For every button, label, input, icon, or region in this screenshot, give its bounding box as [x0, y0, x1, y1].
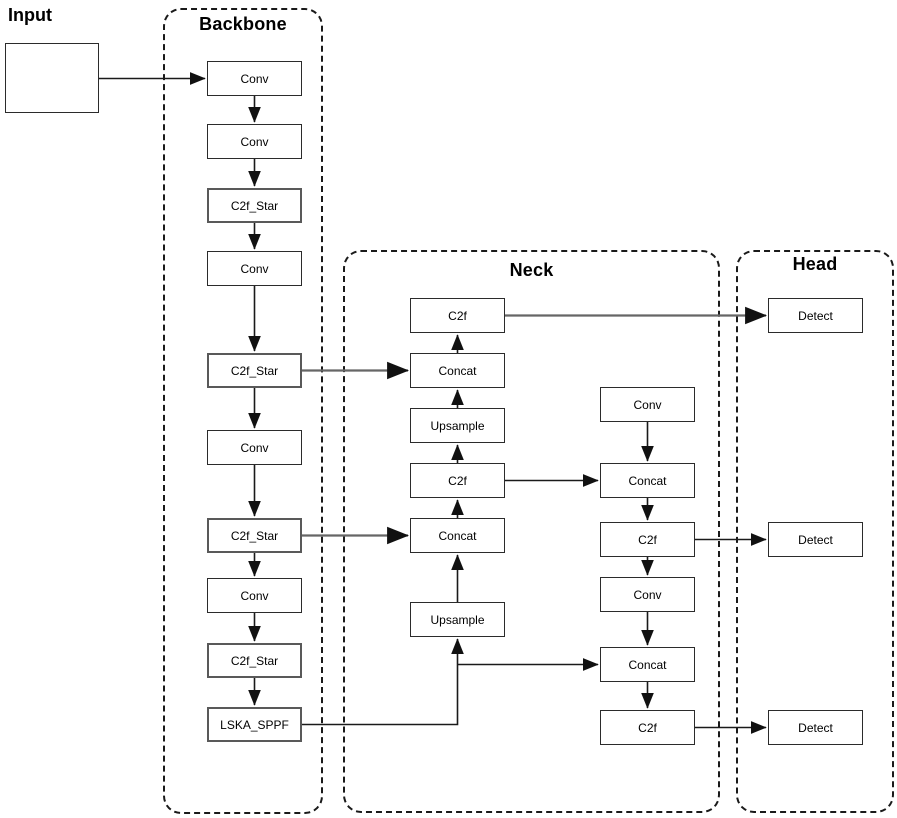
node-head-detect-1: Detect — [768, 298, 863, 333]
node-backbone-lska-sppf: LSKA_SPPF — [207, 707, 302, 742]
head-title: Head — [792, 254, 838, 274]
node-neck-c2f-bottom: C2f — [600, 710, 695, 745]
node-neck-conv-upper: Conv — [600, 387, 695, 422]
input-label: Input — [8, 5, 52, 25]
node-neck-conv-lower: Conv — [600, 577, 695, 612]
node-backbone-c2fstar-3: C2f_Star — [207, 518, 302, 553]
node-neck-c2f-right-upper: C2f — [600, 522, 695, 557]
head-container: Head — [736, 250, 894, 813]
neck-title: Neck — [509, 260, 554, 280]
node-backbone-conv-2: Conv — [207, 124, 302, 159]
node-neck-c2f-middle: C2f — [410, 463, 505, 498]
neck-container: Neck — [343, 250, 720, 813]
node-backbone-conv-1: Conv — [207, 61, 302, 96]
node-neck-concat-right: Concat — [600, 463, 695, 498]
node-head-detect-2: Detect — [768, 522, 863, 557]
node-neck-concat-bottom: Concat — [600, 647, 695, 682]
node-neck-upsample-lower: Upsample — [410, 602, 505, 637]
node-backbone-conv-5: Conv — [207, 578, 302, 613]
node-neck-concat-middle: Concat — [410, 518, 505, 553]
node-head-detect-3: Detect — [768, 710, 863, 745]
node-neck-concat-upper: Concat — [410, 353, 505, 388]
input-box — [5, 43, 99, 113]
backbone-container: Backbone — [163, 8, 323, 814]
backbone-title: Backbone — [199, 14, 287, 34]
node-backbone-c2fstar-1: C2f_Star — [207, 188, 302, 223]
node-backbone-conv-4: Conv — [207, 430, 302, 465]
node-backbone-c2fstar-4: C2f_Star — [207, 643, 302, 678]
node-backbone-conv-3: Conv — [207, 251, 302, 286]
node-neck-c2f-top: C2f — [410, 298, 505, 333]
node-neck-upsample-upper: Upsample — [410, 408, 505, 443]
node-backbone-c2fstar-2: C2f_Star — [207, 353, 302, 388]
